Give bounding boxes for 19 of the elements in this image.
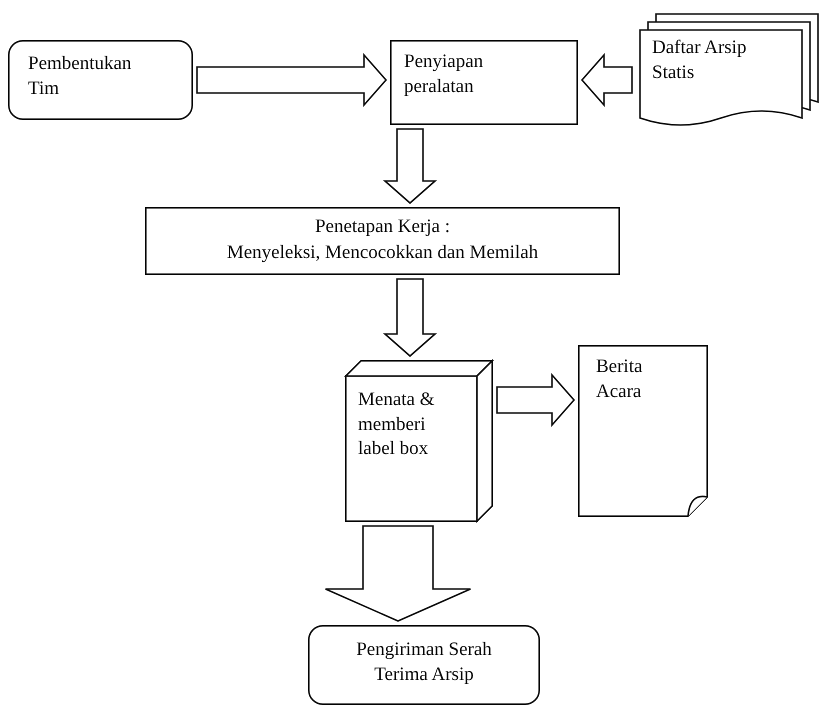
node-label: Menyeleksi, Mencocokkan dan Memilah: [226, 241, 540, 265]
node-label: Penetapan Kerja :: [314, 215, 452, 239]
document-page: [578, 345, 708, 517]
process-box: [145, 207, 620, 275]
node-label: Pengiriman Serah Terima Arsip: [355, 638, 493, 687]
block-arrow: [196, 52, 388, 108]
rounded-box: [8, 40, 193, 120]
node-label: Pembentukan Tim: [28, 52, 132, 101]
node-label: Penyiapan peralatan: [404, 50, 484, 99]
block-arrow: [382, 128, 438, 204]
block-arrow: [382, 278, 438, 358]
node-label: Daftar Arsip Statis: [652, 36, 748, 85]
block-arrow: [580, 52, 633, 108]
process-box: [390, 40, 578, 125]
block-arrow: [496, 372, 576, 428]
document-stack: [636, 14, 818, 126]
block-arrow: [324, 525, 472, 622]
rounded-box: [308, 625, 540, 705]
node-label: Berita Acara: [596, 355, 644, 404]
